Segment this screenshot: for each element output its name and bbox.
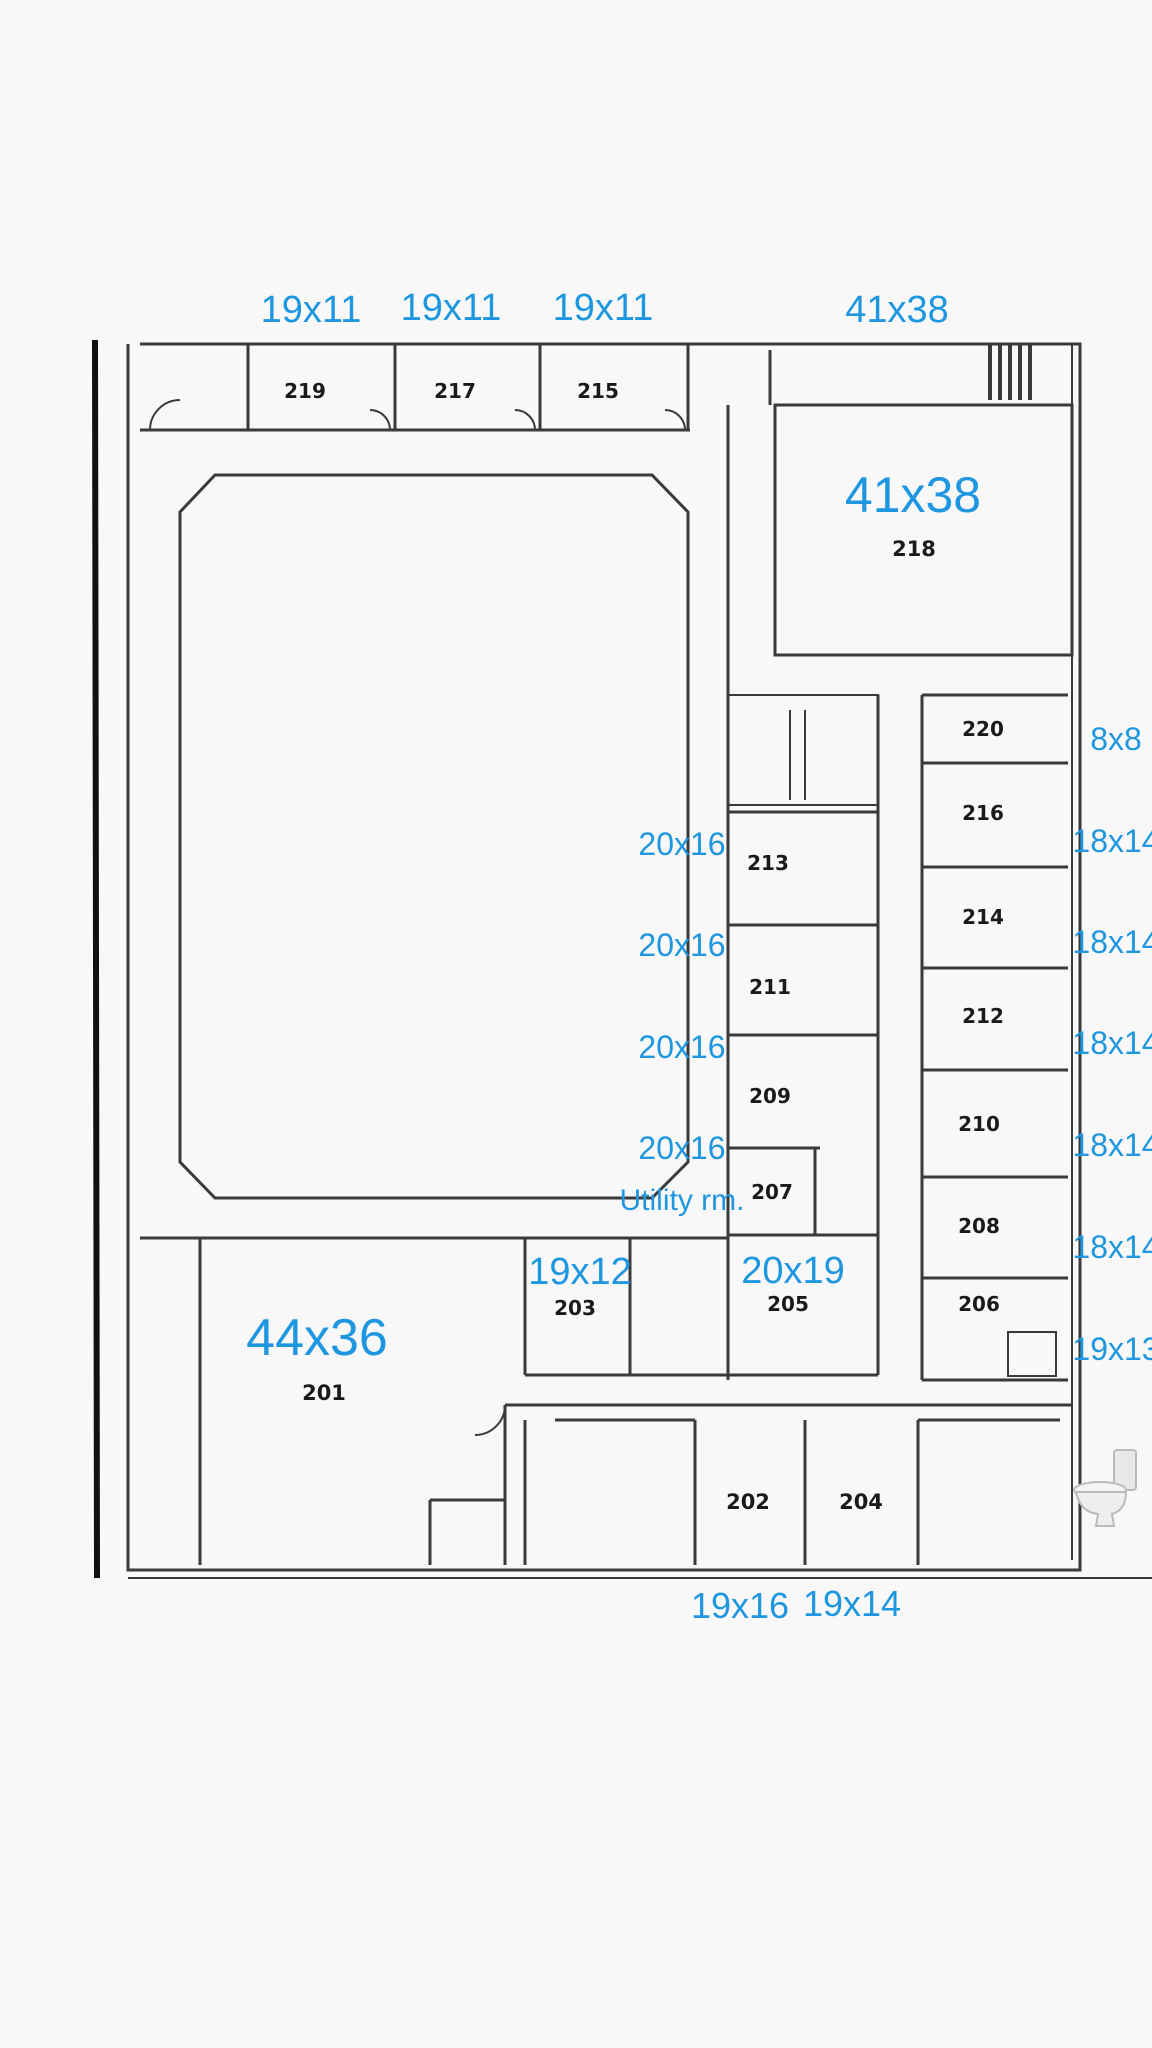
room-218-label: 218	[892, 537, 936, 561]
left-border-line	[92, 339, 100, 1579]
dim-208: 18x14	[1072, 1229, 1152, 1265]
dim-219: 19x11	[261, 289, 362, 331]
room-219-label: 219	[284, 379, 326, 403]
room-211-label: 211	[749, 975, 791, 999]
dim-206: 19x13	[1072, 1331, 1152, 1367]
middle-rooms-walls	[727, 694, 880, 1377]
dim-220: 8x8	[1090, 721, 1142, 757]
room-212-label: 212	[962, 1004, 1004, 1028]
dim-210: 18x14	[1072, 1127, 1152, 1163]
dim-218-top: 41x38	[845, 289, 949, 331]
room-215-label: 215	[577, 379, 619, 403]
room-202-label: 202	[726, 1490, 770, 1514]
room-213-label: 213	[747, 851, 789, 875]
top-rooms-walls	[140, 344, 690, 432]
room-206-label: 206	[958, 1292, 1000, 1316]
dim-202: 19x16	[691, 1585, 789, 1626]
dim-207: 20x16	[638, 1130, 725, 1166]
room-216-label: 216	[962, 801, 1004, 825]
room-218-walls	[726, 344, 1074, 1380]
room-214-label: 214	[962, 905, 1004, 929]
central-court	[178, 473, 690, 1200]
dim-212: 18x14	[1072, 1025, 1152, 1061]
dim-213: 20x16	[638, 826, 725, 862]
dim-218: 41x38	[845, 467, 981, 523]
bottom-rooms-walls	[505, 1403, 1072, 1565]
room-208-label: 208	[958, 1214, 1000, 1238]
dim-209: 20x16	[638, 1029, 725, 1065]
room-210-label: 210	[958, 1112, 1000, 1136]
room-205-label: 205	[767, 1292, 809, 1316]
room-207-label: 207	[751, 1180, 793, 1204]
dim-201: 44x36	[246, 1309, 388, 1367]
dim-215: 19x11	[553, 287, 654, 329]
dim-216: 18x14	[1072, 823, 1152, 859]
lower-rooms-walls	[140, 1236, 728, 1565]
toilet-icon	[1073, 1449, 1137, 1527]
dim-205: 20x19	[741, 1250, 845, 1292]
room-204-label: 204	[839, 1490, 883, 1514]
dim-214: 18x14	[1072, 924, 1152, 960]
room-220-label: 220	[962, 717, 1004, 741]
right-rooms-walls	[920, 693, 1068, 1382]
dim-211: 20x16	[638, 927, 725, 963]
dim-203: 19x12	[528, 1251, 632, 1293]
room-217-label: 217	[434, 379, 476, 403]
dim-204: 19x14	[803, 1583, 901, 1624]
room-203-label: 203	[554, 1296, 596, 1320]
room-209-label: 209	[749, 1084, 791, 1108]
room-201-label: 201	[302, 1381, 346, 1405]
dim-217: 19x11	[401, 287, 502, 329]
utility-room-label: Utility rm.	[620, 1184, 745, 1217]
